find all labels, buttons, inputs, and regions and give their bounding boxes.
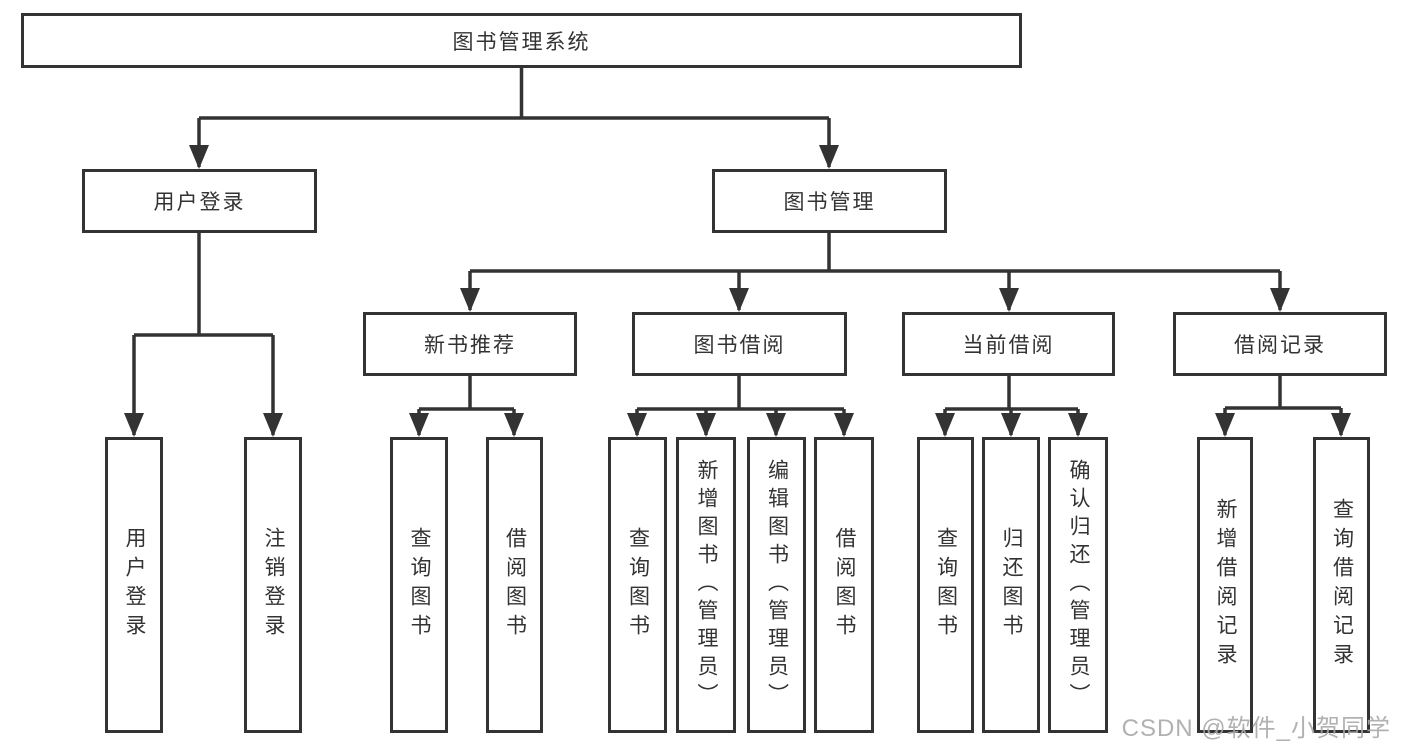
node-user-login: 用户登录 [82, 169, 317, 233]
leaf-current-confirm-return: 确认归还（管理员） [1048, 437, 1108, 733]
leaf-records-add-record: 新增借阅记录 [1197, 437, 1253, 733]
leaf-current-query-book: 查询图书 [917, 437, 974, 733]
connector-borrowing-children [627, 376, 854, 437]
leaf-user-login-label: 用户登录 [123, 527, 146, 643]
leaf-borrowing-edit-book: 编辑图书（管理员） [747, 437, 806, 733]
leaf-user-login: 用户登录 [105, 437, 163, 733]
leaf-logout-label: 注销登录 [262, 527, 285, 643]
connector-records-children [1215, 376, 1351, 437]
leaf-borrowing-add-book: 新增图书（管理员） [676, 437, 736, 733]
node-root: 图书管理系统 [21, 13, 1022, 68]
leaf-borrowing-query-book-label: 查询图书 [626, 527, 650, 643]
node-current-borrow-label: 当前借阅 [962, 334, 1055, 357]
node-new-books-label: 新书推荐 [424, 334, 516, 357]
leaf-current-confirm-return-label: 确认归还（管理员） [1067, 459, 1090, 711]
node-borrow-records-label: 借阅记录 [1234, 334, 1326, 357]
node-book-mgmt: 图书管理 [712, 169, 947, 233]
connector-root-to-level2 [189, 68, 839, 169]
csdn-watermark: CSDN @软件_小贺同学 [1121, 715, 1391, 742]
connector-book-mgmt-to-level3 [460, 233, 1290, 312]
leaf-records-add-record-label: 新增借阅记录 [1214, 498, 1237, 672]
leaf-borrowing-query-book: 查询图书 [608, 437, 667, 733]
leaf-records-query-record: 查询借阅记录 [1313, 437, 1370, 733]
node-current-borrow: 当前借阅 [902, 312, 1115, 376]
leaf-newbooks-query-book: 查询图书 [390, 437, 448, 733]
node-borrow-records: 借阅记录 [1173, 312, 1387, 376]
node-root-label: 图书管理系统 [452, 30, 591, 54]
connector-current-children [935, 376, 1088, 437]
leaf-newbooks-query-book-label: 查询图书 [408, 527, 431, 643]
node-user-login-label: 用户登录 [153, 191, 246, 214]
leaf-borrowing-borrow-book: 借阅图书 [814, 437, 874, 733]
connector-user-login-children [124, 233, 283, 437]
leaf-borrowing-borrow-book-label: 借阅图书 [833, 527, 856, 643]
node-borrowing: 图书借阅 [632, 312, 847, 376]
leaf-current-return-book-label: 归还图书 [1000, 527, 1023, 643]
node-book-mgmt-label: 图书管理 [783, 191, 876, 214]
leaf-logout: 注销登录 [244, 437, 302, 733]
connector-new-books-children [409, 376, 524, 437]
leaf-newbooks-borrow-book-label: 借阅图书 [503, 527, 527, 643]
leaf-borrowing-edit-book-label: 编辑图书（管理员） [765, 459, 789, 711]
leaf-current-query-book-label: 查询图书 [934, 527, 958, 643]
node-borrowing-label: 图书借阅 [693, 334, 786, 357]
leaf-borrowing-add-book-label: 新增图书（管理员） [695, 459, 718, 711]
leaf-newbooks-borrow-book: 借阅图书 [486, 437, 543, 733]
leaf-records-query-record-label: 查询借阅记录 [1330, 498, 1354, 672]
node-new-books: 新书推荐 [363, 312, 577, 376]
leaf-current-return-book: 归还图书 [982, 437, 1040, 733]
